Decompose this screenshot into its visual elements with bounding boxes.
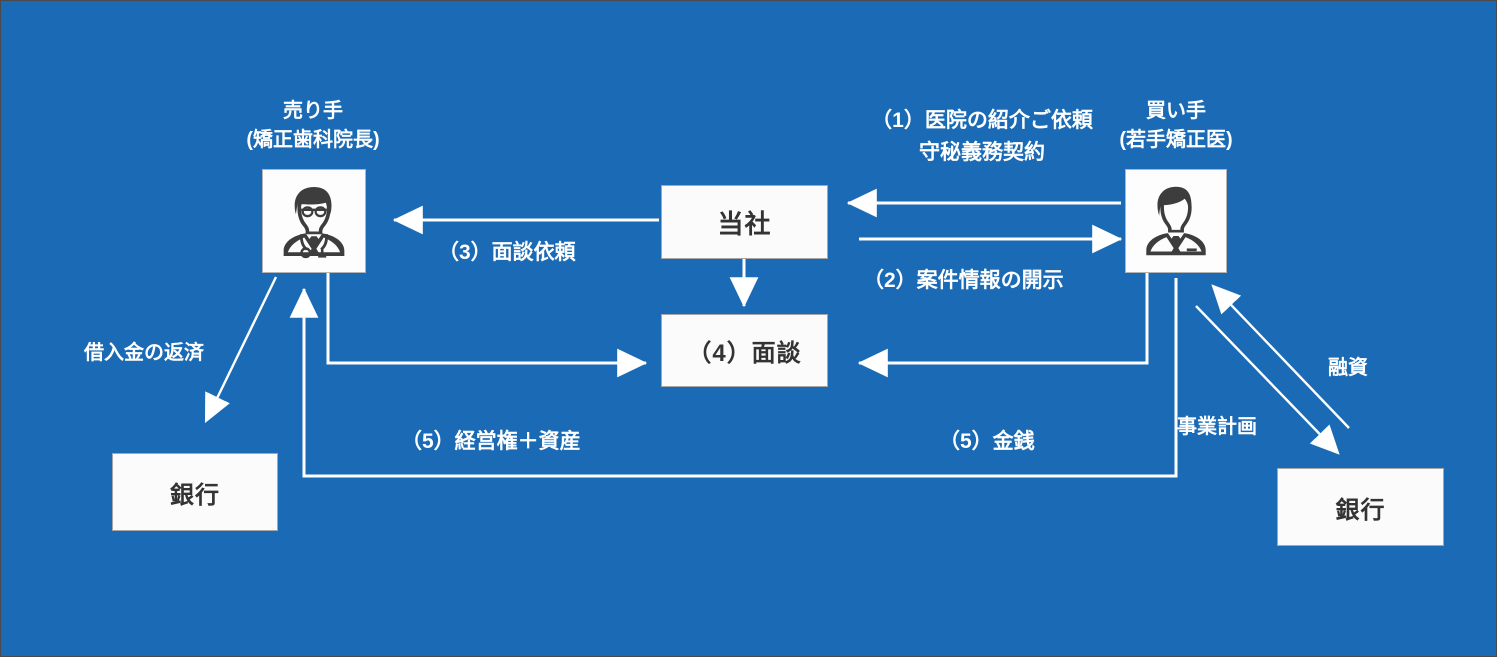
seller-name-line1: 売り手: [283, 100, 343, 122]
node-meeting-label: （4）面談: [687, 340, 802, 367]
edge-bank-right-to-buyer: [1211, 284, 1350, 429]
edge-label-step5-right: （5）金銭: [939, 430, 1035, 453]
node-bank-right-label: 銀行: [1335, 496, 1386, 524]
edge-buyer-to-meeting: [857, 271, 1149, 378]
edge-label-step2: （2）案件情報の開示: [863, 269, 1064, 292]
node-meeting[interactable]: （4）面談: [661, 314, 828, 387]
seller-avatar[interactable]: [262, 169, 366, 273]
edge-seller-to-bank-left: [204, 276, 278, 424]
edge-label-step1-line2: 守秘義務契約: [919, 140, 1045, 164]
seller-caption: 売り手 (矯正歯科院長): [193, 97, 433, 155]
buyer-caption: 買い手 (若手矯正医): [1059, 97, 1293, 155]
buyer-avatar[interactable]: [1125, 169, 1227, 273]
businessman-avatar-icon: [1146, 186, 1206, 256]
edge-label-loan-repayment: 借入金の返済: [84, 342, 204, 364]
edge-seller-to-meeting: [326, 271, 648, 378]
edge-label-business-plan: 事業計画: [1177, 416, 1257, 438]
node-bank-left[interactable]: 銀行: [112, 453, 278, 531]
node-company-label: 当社: [717, 208, 772, 239]
node-bank-left-label: 銀行: [170, 481, 220, 509]
edge-label-step1-line1: （1）医院の紹介ご依頼: [871, 109, 1093, 132]
node-bank-right[interactable]: 銀行: [1277, 468, 1444, 546]
node-company[interactable]: 当社: [661, 185, 828, 259]
edge-bottom-transfer-rail: [289, 278, 1178, 478]
buyer-name-line2: (若手矯正医): [1119, 129, 1233, 151]
edge-label-step1: （1）医院の紹介ご依頼 守秘義務契約: [858, 105, 1106, 168]
edge-buyer-to-bank-right: [1195, 305, 1340, 455]
doctor-avatar-icon: [283, 186, 345, 259]
buyer-name-line1: 買い手: [1146, 100, 1206, 122]
edge-label-financing: 融資: [1328, 357, 1368, 379]
seller-name-line2: (矯正歯科院長): [246, 129, 380, 151]
edge-label-step3: （3）面談依頼: [438, 241, 576, 264]
edge-label-step5-left: （5）経営権＋資産: [401, 430, 581, 453]
